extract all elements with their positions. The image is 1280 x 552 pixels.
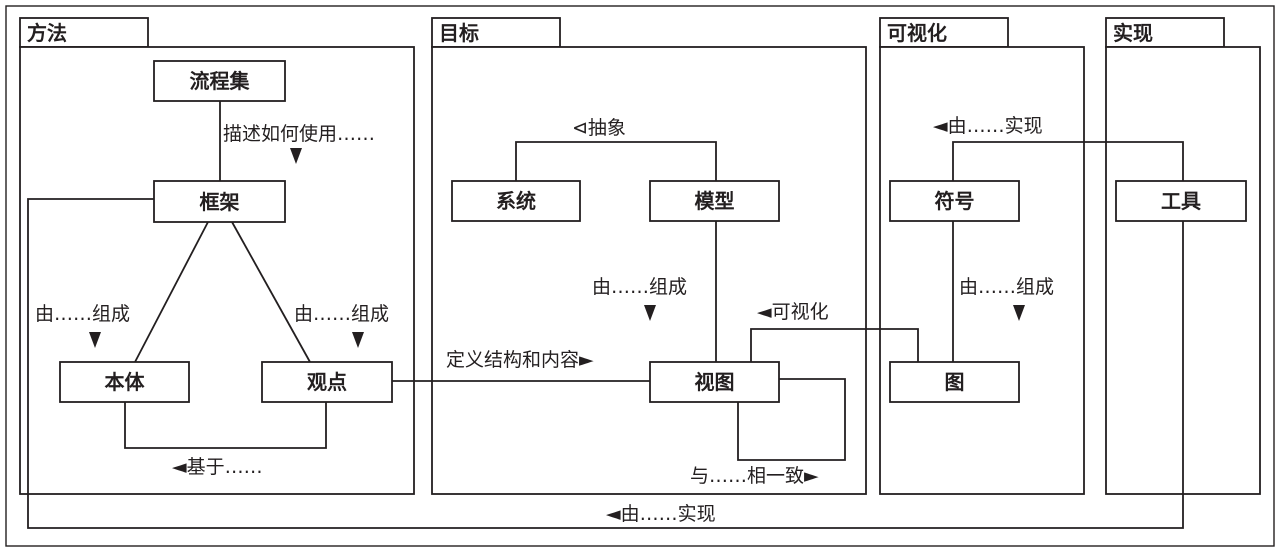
node-box bbox=[451, 180, 581, 222]
label-implemented-by-bottom: ◄由……实现 bbox=[606, 503, 716, 525]
label-composed-right: 由……组成 bbox=[294, 303, 389, 325]
edge-symbol-tool bbox=[952, 141, 1184, 181]
arrow-down-icon bbox=[89, 332, 101, 348]
arrow-down-icon bbox=[290, 148, 302, 164]
label-consistent-with: 与……相一致► bbox=[690, 465, 819, 487]
connectors bbox=[27, 101, 1184, 529]
package-visualization: 可视化 bbox=[879, 17, 1085, 495]
node-label: 图 bbox=[945, 370, 965, 394]
node-label: 框架 bbox=[200, 190, 240, 214]
edge-framework-ontology bbox=[134, 221, 209, 363]
node-label: 视图 bbox=[695, 370, 735, 394]
relation-labels: 描述如何使用…… 由……组成 由……组成 ◄基于…… ⊲抽象 由……组成 定义结… bbox=[35, 115, 1054, 525]
edge-view-figure bbox=[750, 328, 919, 362]
package-title-implementation: 实现 bbox=[1113, 21, 1153, 45]
package-body bbox=[19, 46, 415, 495]
node-box bbox=[153, 60, 286, 102]
node-label: 符号 bbox=[935, 189, 975, 213]
label-composed-model: 由……组成 bbox=[592, 276, 687, 298]
node-view: 视图 bbox=[649, 361, 780, 403]
node-box bbox=[261, 361, 393, 403]
node-label: 观点 bbox=[307, 370, 347, 394]
package-title-method: 方法 bbox=[27, 21, 67, 45]
package-body bbox=[879, 46, 1085, 495]
node-ontology: 本体 bbox=[59, 361, 190, 403]
node-tool: 工具 bbox=[1115, 180, 1247, 222]
label-defines-structure: 定义结构和内容► bbox=[446, 349, 594, 371]
node-box bbox=[649, 361, 780, 403]
node-system: 系统 bbox=[451, 180, 581, 222]
node-framework: 框架 bbox=[153, 180, 286, 223]
arrow-down-icon bbox=[1013, 305, 1025, 321]
edge-framework-tool bbox=[27, 198, 1184, 529]
package-goal: 目标 bbox=[431, 17, 867, 495]
label-implemented-by-vis: ◄由……实现 bbox=[933, 115, 1043, 137]
edge-ontology-viewpoint bbox=[124, 402, 327, 449]
edge-view-self bbox=[737, 378, 846, 461]
node-box bbox=[649, 180, 780, 222]
node-label: 流程集 bbox=[190, 69, 251, 93]
arrow-down-icon bbox=[352, 332, 364, 348]
package-body bbox=[431, 46, 867, 495]
node-label: 系统 bbox=[496, 189, 536, 213]
node-box bbox=[59, 361, 190, 403]
label-describes-usage: 描述如何使用…… bbox=[223, 123, 375, 145]
arrow-down-icon bbox=[644, 305, 656, 321]
package-title-visualization: 可视化 bbox=[887, 21, 947, 45]
package-tab bbox=[1105, 17, 1225, 48]
node-box bbox=[889, 180, 1020, 222]
label-abstraction: ⊲抽象 bbox=[572, 117, 626, 139]
node-label: 工具 bbox=[1161, 189, 1201, 213]
edge-abstraction bbox=[515, 141, 717, 181]
node-label: 模型 bbox=[695, 189, 735, 213]
node-model: 模型 bbox=[649, 180, 780, 222]
label-composed-left: 由……组成 bbox=[35, 303, 130, 325]
node-box bbox=[1115, 180, 1247, 222]
node-viewpoint: 观点 bbox=[261, 361, 393, 403]
package-title-goal: 目标 bbox=[439, 21, 479, 45]
label-visualizes: ◄可视化 bbox=[757, 301, 829, 323]
label-composed-symbol: 由……组成 bbox=[959, 276, 1054, 298]
node-box bbox=[889, 361, 1020, 403]
edge-framework-viewpoint bbox=[231, 221, 311, 363]
node-box bbox=[153, 180, 286, 223]
package-method: 方法 bbox=[19, 17, 415, 495]
node-label: 本体 bbox=[105, 370, 146, 394]
node-process-set: 流程集 bbox=[153, 60, 286, 102]
node-symbol: 符号 bbox=[889, 180, 1020, 222]
label-based-on: ◄基于…… bbox=[172, 456, 263, 478]
node-figure: 图 bbox=[889, 361, 1020, 403]
